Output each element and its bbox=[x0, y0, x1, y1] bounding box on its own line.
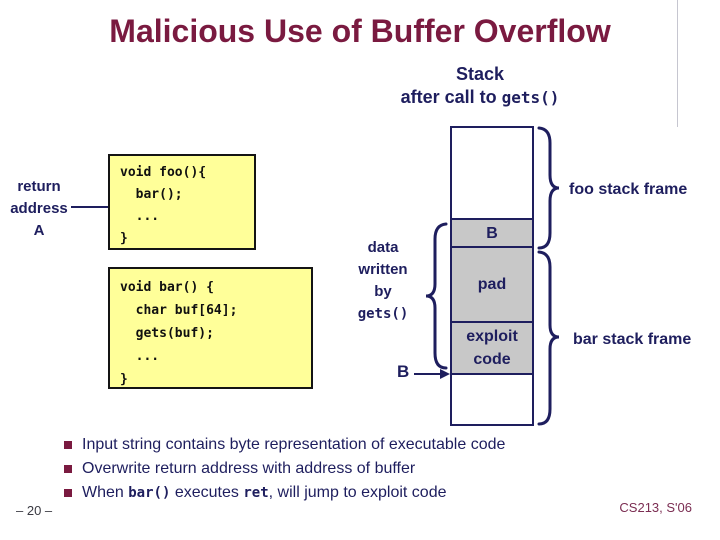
bullet-square-icon bbox=[64, 465, 72, 473]
bullet-text: Input string contains byte representatio… bbox=[82, 436, 506, 453]
right-curly-brace-foo bbox=[537, 126, 560, 250]
subtitle-gets-code: gets() bbox=[501, 88, 560, 107]
stack-cell-exploit-code: exploit code bbox=[450, 321, 534, 375]
stack-cell-return-address-b: B bbox=[450, 218, 534, 248]
code-block-bar: void bar() { char buf[64]; gets(buf); ..… bbox=[108, 267, 313, 389]
page-number: – 20 – bbox=[16, 503, 53, 518]
bullet-item: Input string contains byte representatio… bbox=[64, 433, 684, 457]
subtitle-line2-text: after call to bbox=[400, 87, 502, 107]
code-block-foo: void foo(){ bar(); ... } bbox=[108, 154, 256, 250]
data-written-line1: data bbox=[367, 239, 399, 256]
bullet-list: Input string contains byte representatio… bbox=[64, 433, 684, 505]
stack-subtitle: Stack after call to gets() bbox=[340, 63, 620, 109]
bullet-text-part: , will jump to exploit code bbox=[268, 484, 447, 501]
subtitle-line2: after call to gets() bbox=[340, 86, 620, 109]
bar-stack-frame-label: bar stack frame bbox=[573, 331, 692, 348]
stack-cell-empty-top bbox=[450, 126, 534, 220]
stack-cell-pad: pad bbox=[450, 246, 534, 323]
return-address-label: return address A bbox=[10, 178, 68, 239]
bullet-square-icon bbox=[64, 441, 72, 449]
bullet-text: When bar() executes ret, will jump to ex… bbox=[82, 481, 447, 505]
bullet-square-icon bbox=[64, 489, 72, 497]
bar-code-token: bar() bbox=[128, 485, 171, 501]
arrow-right-icon bbox=[414, 369, 450, 379]
subtitle-line1: Stack bbox=[455, 64, 505, 84]
stack-cell-empty-bottom bbox=[450, 373, 534, 426]
bullet-item: When bar() executes ret, will jump to ex… bbox=[64, 481, 684, 505]
data-written-line3: by bbox=[374, 283, 392, 300]
buffer-address-b-label: B bbox=[397, 362, 410, 381]
bullet-text: Overwrite return address with address of… bbox=[82, 460, 416, 477]
data-written-label: data written by gets() bbox=[333, 237, 433, 325]
foo-stack-frame-label: foo stack frame bbox=[569, 181, 688, 198]
data-written-gets-code: gets() bbox=[357, 306, 409, 322]
data-written-line2: written bbox=[358, 261, 408, 278]
placeholder-border-line bbox=[677, 0, 678, 127]
course-footer: CS213, S'06 bbox=[619, 500, 692, 515]
right-curly-brace-bar bbox=[537, 250, 560, 426]
slide-title: Malicious Use of Buffer Overflow bbox=[109, 13, 611, 49]
left-curly-brace bbox=[425, 222, 448, 370]
ret-code-token: ret bbox=[243, 485, 269, 501]
bullet-item: Overwrite return address with address of… bbox=[64, 457, 684, 481]
stack-diagram: B pad exploit code bbox=[450, 126, 534, 426]
bullet-text-part: executes bbox=[170, 484, 244, 501]
bullet-text-part: When bbox=[82, 484, 129, 501]
